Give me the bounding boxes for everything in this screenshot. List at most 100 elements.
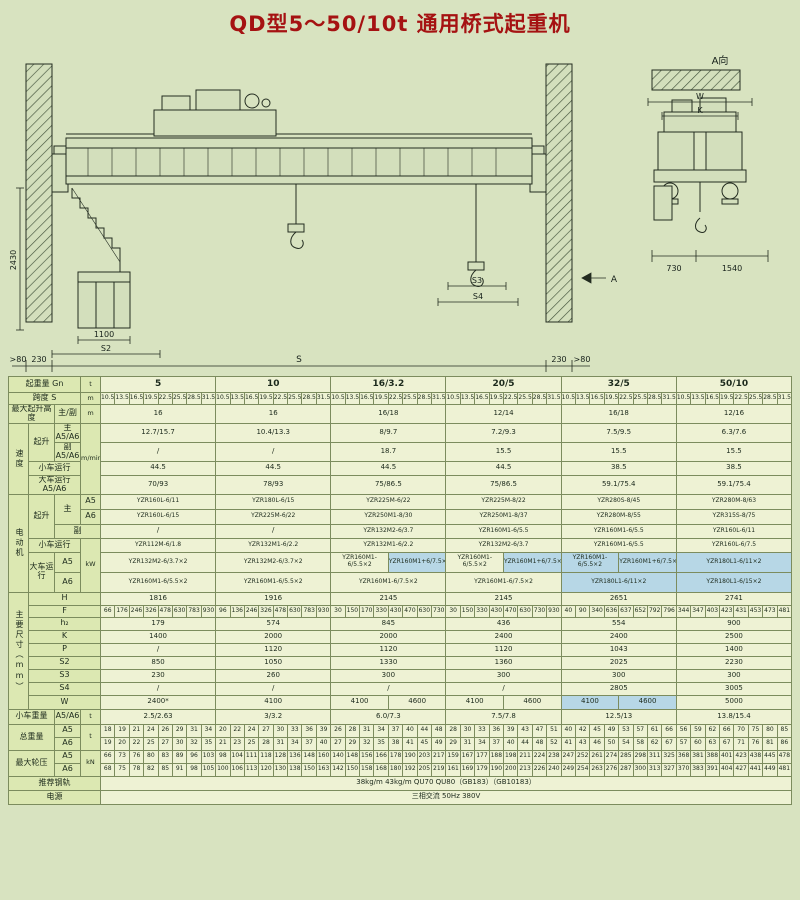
value-cell: 21 xyxy=(128,723,145,738)
right-wall-hatch xyxy=(545,63,573,323)
value-cell: 91 xyxy=(171,762,188,777)
value-cell: YZR132M1-6/2.2 xyxy=(215,537,332,553)
value-cell: 300 xyxy=(632,762,648,777)
value-cell: 246 xyxy=(243,604,260,618)
value-cell: YZR132M1-6/2.2 xyxy=(330,537,447,553)
table-row: 电源三相交流 50Hz 380V xyxy=(8,789,793,805)
value-cell: YZR160M1-6/5.5 xyxy=(560,537,677,553)
value-cell: 128 xyxy=(272,749,289,764)
value-cell: 25.5 xyxy=(517,392,533,405)
value-cell: 26 xyxy=(330,723,346,738)
value-cell: 28.5 xyxy=(301,392,317,405)
value-cell: 85 xyxy=(776,723,793,738)
value-cell: YZR160M1-6/5.5×2 xyxy=(445,551,504,573)
value-cell: 12/16 xyxy=(675,404,793,424)
value-cell: / xyxy=(215,523,332,539)
value-cell: 16 xyxy=(215,404,332,424)
value-cell: YZR160L-6/7.5 xyxy=(675,537,793,553)
value-cell: 169 xyxy=(459,762,476,777)
value-cell: m xyxy=(80,392,101,405)
value-cell: YZR160M1-6/7.5×2 xyxy=(445,571,562,593)
value-cell: 130 xyxy=(272,762,289,777)
end-view-hook xyxy=(695,217,707,233)
value-cell: 445 xyxy=(762,749,778,764)
value-cell: 37 xyxy=(301,736,317,751)
value-cell: 404 xyxy=(719,762,735,777)
value-cell: 100 xyxy=(215,762,231,777)
value-cell: 441 xyxy=(747,762,764,777)
value-cell: YZR160M1-6/5.5 xyxy=(445,523,562,539)
section-arrow xyxy=(581,272,592,284)
value-cell: 198 xyxy=(502,749,519,764)
value-cell: 217 xyxy=(431,749,447,764)
row-label: H xyxy=(28,591,101,606)
value-cell: 75 xyxy=(747,723,764,738)
value-cell: 43 xyxy=(517,723,533,738)
value-cell: 25.5 xyxy=(632,392,648,405)
value-cell: 76 xyxy=(128,749,145,764)
value-cell: 554 xyxy=(560,616,677,631)
value-cell: 47 xyxy=(531,723,548,738)
value-cell: 70 xyxy=(733,723,749,738)
value-cell: 32 xyxy=(186,736,202,751)
value-cell: 430 xyxy=(387,604,404,618)
value-cell: 104 xyxy=(229,749,245,764)
value-cell: 190 xyxy=(402,749,418,764)
value-cell: 29 xyxy=(344,736,361,751)
value-cell: 45 xyxy=(416,736,433,751)
value-cell: 10.5 xyxy=(560,392,577,405)
page-title: QD型5～50/10t 通用桥式起重机 xyxy=(229,12,571,36)
value-cell: 347 xyxy=(690,604,706,618)
value-cell: 44.5 xyxy=(215,460,332,476)
value-cell: 300 xyxy=(560,668,677,683)
row-label: A5 xyxy=(54,723,81,738)
value-cell: 298 xyxy=(632,749,648,764)
value-cell: 35 xyxy=(200,736,217,751)
value-cell: 15.5 xyxy=(560,441,677,462)
value-cell: 136 xyxy=(229,604,245,618)
value-cell: 150 xyxy=(301,762,317,777)
value-cell: 8/9.7 xyxy=(330,422,447,443)
value-cell: 344 xyxy=(675,604,692,618)
dimension-lines xyxy=(12,187,606,372)
value-cell: / xyxy=(99,441,217,462)
value-cell: 330 xyxy=(373,604,389,618)
dim-1100-label: 1100 xyxy=(94,330,114,339)
value-cell: 28 xyxy=(344,723,361,738)
value-cell: 431 xyxy=(733,604,749,618)
value-cell: YZR160M1+6/7.5×2 xyxy=(618,551,677,573)
value-cell: m/min xyxy=(80,422,101,495)
value-cell: 300 xyxy=(445,668,562,683)
row-label: 小车运行 xyxy=(28,537,81,553)
value-cell: 66 xyxy=(99,604,116,618)
value-cell: 300 xyxy=(330,668,447,683)
value-cell: 453 xyxy=(747,604,764,618)
value-cell: 330 xyxy=(474,604,490,618)
value-cell: 630 xyxy=(517,604,533,618)
value-cell: 850 xyxy=(99,655,217,670)
value-cell: 73 xyxy=(114,749,130,764)
value-cell: 930 xyxy=(200,604,217,618)
value-cell: 1050 xyxy=(215,655,332,670)
value-cell: 19.5 xyxy=(719,392,735,405)
value-cell: 62 xyxy=(646,736,663,751)
value-cell: YZR132M2-6/3.7×2 xyxy=(215,551,332,573)
value-cell: 1120 xyxy=(445,642,562,657)
value-cell: 213 xyxy=(517,762,533,777)
value-cell: 652 xyxy=(632,604,648,618)
value-cell: 340 xyxy=(589,604,605,618)
value-cell: 56 xyxy=(675,723,692,738)
value-cell: 12.5/13 xyxy=(560,708,677,725)
value-cell: 1120 xyxy=(330,642,447,657)
value-cell: 478 xyxy=(157,604,173,618)
value-cell: 31.5 xyxy=(200,392,217,405)
value-cell: 76 xyxy=(747,736,764,751)
dim-k-label: K xyxy=(697,106,703,115)
row-label: 电源 xyxy=(8,789,101,805)
value-cell: 33 xyxy=(474,723,490,738)
